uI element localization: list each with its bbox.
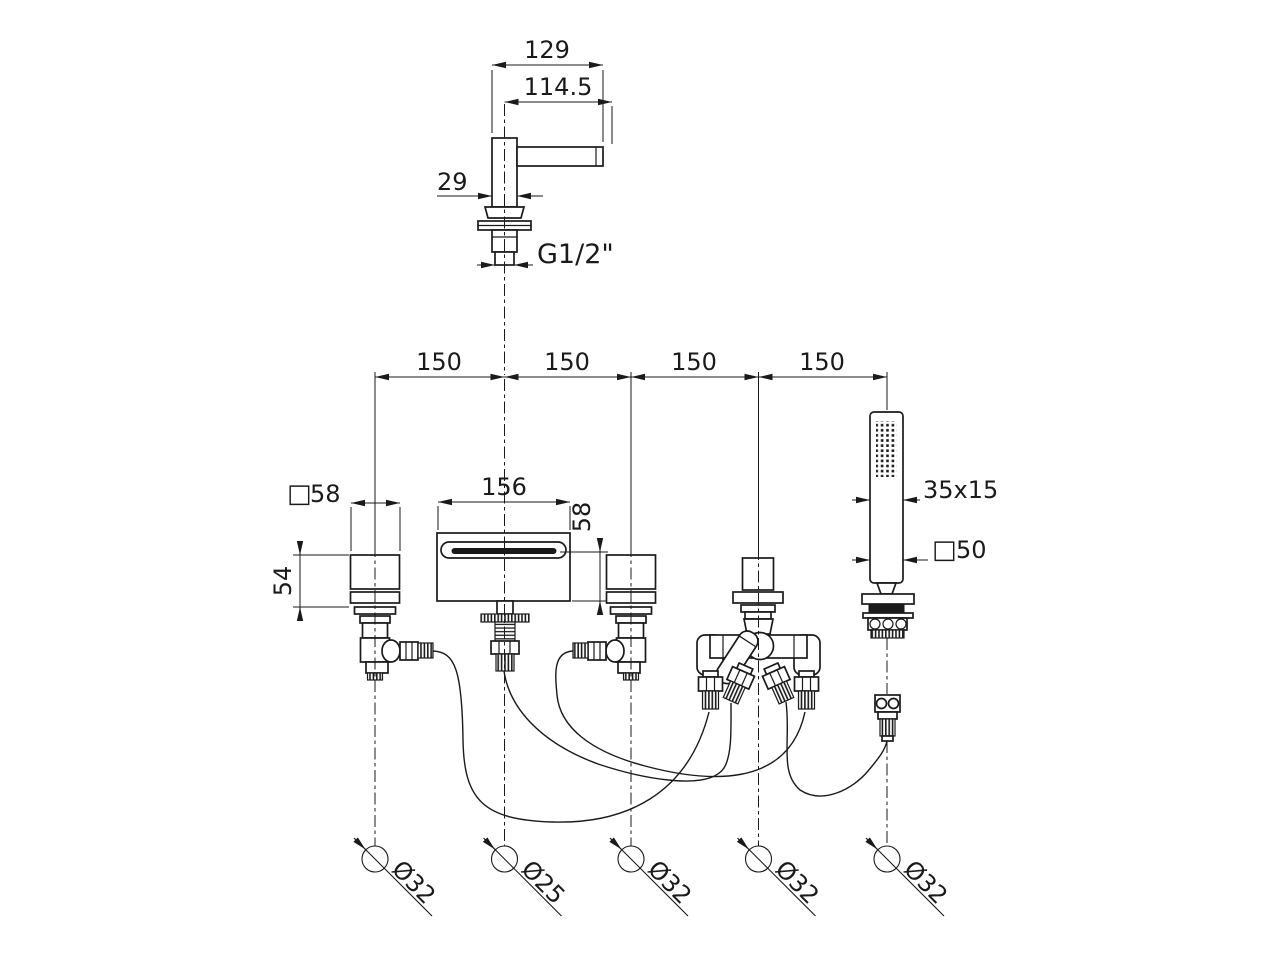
dim-label-54: 54 <box>269 566 297 597</box>
hole-label-3: Ø32 <box>642 855 697 910</box>
dim-label-150-4: 150 <box>799 348 845 376</box>
mounting-holes: Ø32 Ø25 Ø32 Ø32 Ø32 <box>353 837 953 917</box>
dim-label-129: 129 <box>524 36 570 64</box>
dim-handshower-escutcheon: □ 50 <box>852 535 987 565</box>
dim-label-thread: G1/2" <box>537 239 614 270</box>
hole-2: Ø25 <box>482 837 571 917</box>
hole-4: Ø32 <box>736 837 825 917</box>
hole-label-4: Ø32 <box>770 855 825 910</box>
hole-3: Ø32 <box>609 837 697 917</box>
dim-hole-spacing-chain: 150 150 150 150 <box>374 348 888 556</box>
spray-face <box>876 421 897 477</box>
right-valve <box>573 555 656 680</box>
hose-right-valve <box>555 650 806 778</box>
hole-label-2: Ø25 <box>516 855 571 910</box>
spout-body <box>436 532 571 602</box>
dim-thread: G1/2" <box>477 239 614 270</box>
hose-handshower <box>785 701 888 797</box>
flexible-hoses <box>432 650 888 823</box>
hole-1: Ø32 <box>353 837 441 917</box>
square-symbol: □ <box>287 479 312 509</box>
dim-label-150-1: 150 <box>416 348 462 376</box>
dim-label-50: 50 <box>956 536 987 564</box>
dim-spout-height: 58 <box>560 502 608 615</box>
handshower-hose-connector <box>874 694 901 742</box>
handshower-nut <box>870 629 905 639</box>
hose-left-valve <box>432 650 710 823</box>
hole-5: Ø32 <box>865 837 953 917</box>
diverter <box>696 557 821 710</box>
dim-label-58-handle: 58 <box>310 480 341 508</box>
dim-label-35x15: 35x15 <box>923 476 998 504</box>
dim-label-150-3: 150 <box>671 348 717 376</box>
dim-handshower-section: 35x15 <box>852 476 998 504</box>
dim-spout-body-width: 29 <box>437 168 543 200</box>
dim-spout-total-reach: 129 <box>491 36 604 142</box>
diverter-port-right <box>793 670 820 710</box>
dim-spout-reach: 114.5 <box>504 73 613 144</box>
diverter-port-center-right <box>759 660 799 707</box>
spout-lever-arm <box>516 146 604 167</box>
hose-spout <box>503 670 732 782</box>
dim-label-58-spout: 58 <box>568 502 596 533</box>
handshower <box>861 411 915 742</box>
dim-handle-height: 54 <box>269 541 349 621</box>
dim-label-29: 29 <box>437 168 468 196</box>
left-valve <box>351 555 434 680</box>
dim-label-150-2: 150 <box>544 348 590 376</box>
centerlines <box>374 104 888 846</box>
hole-label-1: Ø32 <box>386 855 441 910</box>
diverter-port-left <box>697 670 724 710</box>
square-symbol: □ <box>932 535 957 565</box>
waterfall-spout <box>436 532 571 672</box>
dim-label-114-5: 114.5 <box>524 73 593 101</box>
hole-label-5: Ø32 <box>898 855 953 910</box>
dim-handle-square: □ 58 <box>287 479 401 551</box>
